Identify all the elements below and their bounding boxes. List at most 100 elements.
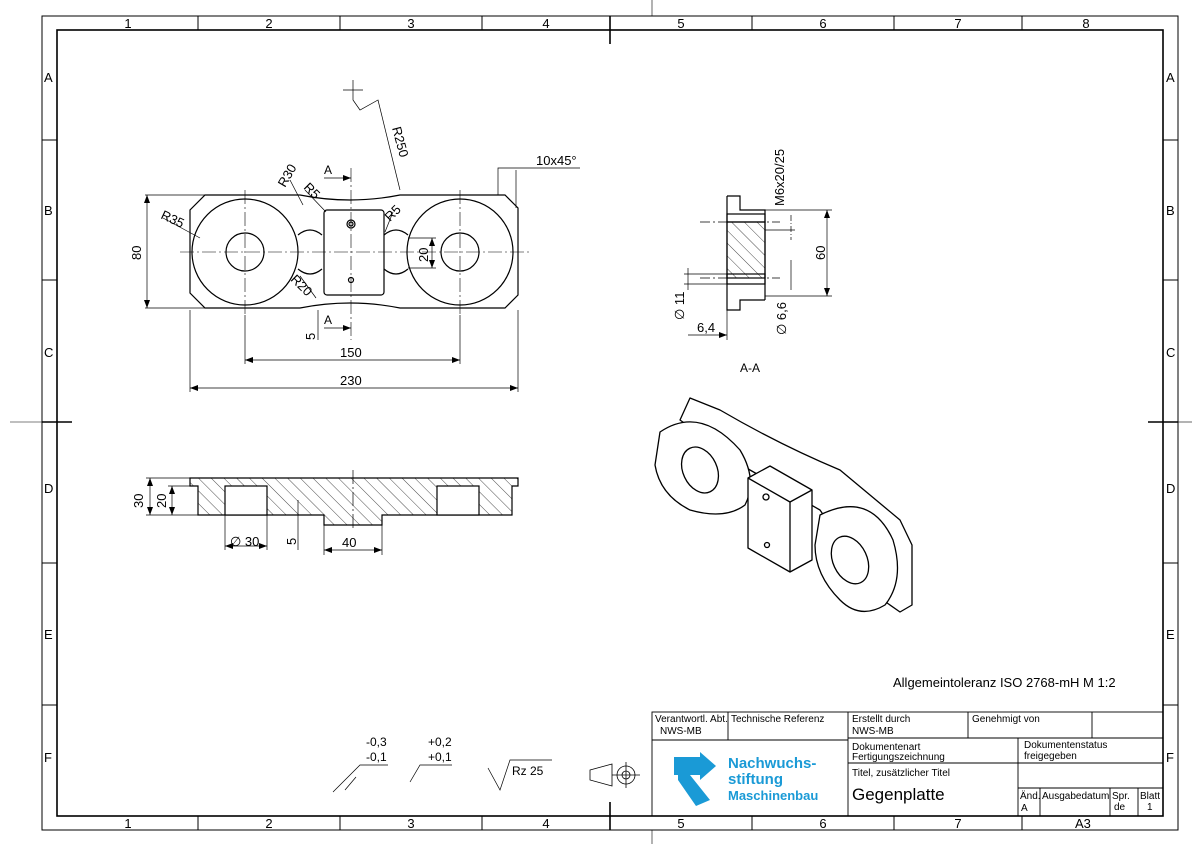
doc-type-label: Dokumentenart [852,742,921,753]
section-view-arrows [719,210,830,338]
drawing-title: Gegenplatte [852,785,945,804]
roughness-value: Rz 25 [512,764,544,778]
dim-thread: M6x20/25 [772,149,787,206]
section-view-text: M6x20/25 60 ∅ 11 6,4 ∅ 6,6 A-A [672,149,828,375]
dim-80: 80 [129,246,144,260]
lang-value: de [1114,802,1126,813]
row-label: F [1166,750,1174,765]
tolerance-symbols: -0,3 -0,1 +0,2 +0,1 Rz 25 [332,735,552,793]
resp-dept-label: Verantwortl. Abt. [655,714,728,725]
center-block [323,209,385,296]
col-label: 7 [954,16,961,31]
waist-curve [297,268,323,275]
top-view-arrowheads [144,175,518,391]
created-by-value: NWS-MB [852,726,894,737]
col-label: 6 [819,816,826,831]
iso-hole [763,541,771,549]
projection-symbol [589,762,640,788]
section-view-dims [684,209,832,340]
top-view-dimension-lines [145,80,580,392]
dim-60: 60 [813,246,828,260]
created-by-label: Erstellt durch [852,714,910,725]
issue-date-label: Ausgabedatum [1042,791,1109,802]
side-view [189,477,519,526]
col-label: 2 [265,16,272,31]
side-view-bore [436,485,480,516]
change-value: A [1021,803,1028,814]
dim-side-30: 30 [131,494,146,508]
logo-text-line3: Maschinenbau [728,788,818,803]
row-label: A [44,70,53,85]
dim-side-d30: ∅ 30 [230,534,259,549]
doc-type-value: Fertigungszeichnung [852,752,945,763]
approved-by-label: Genehmigt von [972,714,1040,725]
dim-20: 20 [416,248,431,262]
side-view-bore [224,485,268,516]
thread-slot [726,213,766,223]
row-label: E [44,627,53,642]
drawing-frame [10,0,1192,844]
dim-r35: R35 [159,207,187,231]
row-label: B [1166,203,1175,218]
row-label: F [44,750,52,765]
section-marker: A [324,163,332,177]
section-marker: A [324,313,332,327]
row-label: E [1166,627,1175,642]
tech-ref-label: Technische Referenz [731,714,824,725]
bore-slot [726,273,766,285]
sheet-value: 1 [1147,802,1153,813]
dim-r5: R5 [382,202,404,224]
top-view [189,194,519,309]
frame-row-labels: A B C D E F A B C D E F [44,70,1175,765]
tol-upper: -0,3 [366,735,387,749]
iso-right-bore [830,535,870,585]
top-view-dimension-text: R250 10x45° R30 R5 R5 R35 R20 80 20 5 15… [129,125,577,388]
row-label: B [44,203,53,218]
sheet-label: Blatt [1140,791,1160,802]
row-label: D [44,481,53,496]
dim-150: 150 [340,345,362,360]
title-label: Titel, zusätzlicher Titel [852,768,950,779]
dim-230: 230 [340,373,362,388]
row-label: D [1166,481,1175,496]
general-notes: Allgemeintoleranz ISO 2768-mH M 1:2 [893,675,1116,690]
title-block-text: Verantwortl. Abt. NWS-MB Technische Refe… [655,714,1160,831]
col-label: 8 [1082,16,1089,31]
logo-text-line2: stiftung [728,771,783,788]
col-label: 3 [407,16,414,31]
doc-status-label: Dokumentenstatus [1024,740,1107,751]
col-label: 2 [265,816,272,831]
col-label: 4 [542,16,549,31]
dim-r30: R30 [275,161,300,189]
col-label: 1 [124,16,131,31]
doc-status-value: freigegeben [1024,751,1077,762]
tol-lower: -0,1 [366,750,387,764]
col-label: 1 [124,816,131,831]
col-label: 5 [677,16,684,31]
waist-curve [383,229,409,236]
top-view-outline [189,194,519,309]
side-view-text: 30 20 ∅ 30 5 40 [131,494,356,550]
paper-format: A3 [1075,816,1091,831]
iso-left-bore [680,446,720,494]
row-label: C [1166,345,1175,360]
frame-column-labels-bottom: 1 2 3 4 5 6 7 [124,816,961,831]
dim-r250: R250 [389,125,412,159]
section-hatched-body [726,221,766,279]
dim-chamfer: 10x45° [536,153,577,168]
dim-side-40: 40 [342,535,356,550]
logo-arrow-icon [674,752,716,806]
frame-column-labels-top: 1 2 3 4 5 6 7 8 [124,16,1089,31]
dim-d11: ∅ 11 [672,292,687,320]
waist-curve [383,268,409,275]
side-view-arrows [147,478,382,553]
waist-curve [297,229,323,236]
dim-d6-6: ∅ 6,6 [774,302,789,335]
tol-upper: +0,2 [428,735,452,749]
company-logo: Nachwuchs- stiftung Maschinenbau [674,752,818,806]
col-label: 3 [407,816,414,831]
row-label: C [44,345,53,360]
col-label: 5 [677,816,684,831]
dim-side-20: 20 [154,494,169,508]
